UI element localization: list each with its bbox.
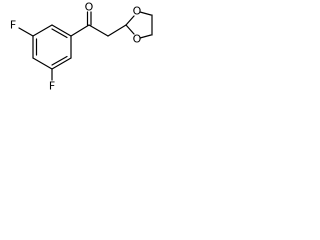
dioxolane-ring [125, 11, 153, 39]
dioxolane-bond-c-o-top [125, 15, 135, 26]
bond-chain-1 [88, 24, 109, 37]
atom-oxygen-ketone: O [85, 1, 94, 14]
dioxolane-bond-ch2-o-bottom [139, 34, 152, 39]
ring-bond-3 [32, 57, 53, 70]
ring-double-bond-2 [51, 55, 68, 66]
chemical-structure: O F F O O [10, 1, 153, 93]
benzene-ring [32, 24, 72, 70]
dioxolane-bond-o-ch2-top [139, 11, 152, 16]
ring-bond-6 [51, 24, 72, 37]
bond-c-f-top [18, 27, 34, 37]
atom-oxygen-ring-top: O [133, 5, 142, 18]
ring-bond-1 [32, 24, 53, 37]
atom-fluorine-top: F [10, 19, 16, 32]
atom-oxygen-ring-bottom: O [133, 33, 142, 46]
ring-bond-4 [51, 57, 72, 70]
atom-fluorine-bottom: F [49, 80, 55, 93]
bond-chain-2 [107, 24, 127, 37]
bond-ring-carbonyl [70, 24, 90, 37]
ring-double-bond-3 [51, 28, 68, 39]
dioxolane-bond-c-o-bottom [125, 24, 135, 35]
